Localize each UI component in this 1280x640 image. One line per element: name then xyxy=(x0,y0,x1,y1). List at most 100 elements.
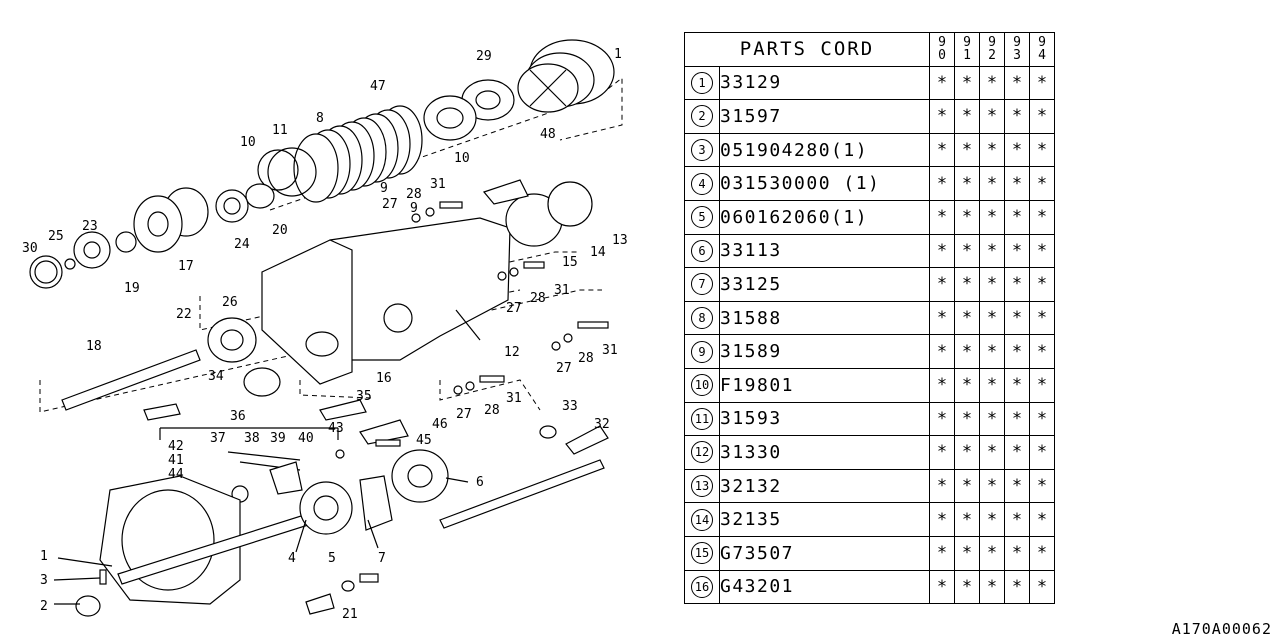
callout-26: 26 xyxy=(222,295,238,310)
year-mark: * xyxy=(1004,334,1030,369)
callout-27-c: 27 xyxy=(556,361,572,376)
exploded-transmission-diagram: 1 1 2 3 4 5 6 7 8 9 9 10 10 11 12 13 14 … xyxy=(22,39,628,622)
guide-line-shift xyxy=(299,380,373,399)
year-mark: * xyxy=(929,132,955,168)
shift-linkage-parts xyxy=(227,399,409,503)
year-mark: * xyxy=(929,233,955,269)
year-mark: * xyxy=(979,65,1005,101)
callout-labels: 1 1 2 3 4 5 6 7 8 9 9 10 10 11 12 13 14 … xyxy=(22,47,628,622)
year-mark: * xyxy=(954,267,980,302)
callout-28-c: 28 xyxy=(578,351,594,366)
part-code: G73507 xyxy=(719,535,930,571)
ref-number: 1 xyxy=(684,65,720,101)
year-mark: * xyxy=(1029,166,1055,201)
callout-13: 13 xyxy=(612,233,628,248)
year-mark: * xyxy=(979,334,1005,369)
part-code: 33125 xyxy=(719,267,930,302)
ref-number: 10 xyxy=(684,367,720,403)
year-mark: * xyxy=(954,99,980,134)
main-shaft xyxy=(61,317,281,421)
year-mark: * xyxy=(929,367,955,403)
year-mark: * xyxy=(1029,535,1055,571)
year-mark: * xyxy=(1029,367,1055,403)
year-mark: * xyxy=(979,267,1005,302)
part-code: 32135 xyxy=(719,502,930,537)
output-gears xyxy=(299,425,609,615)
ref-number: 5 xyxy=(684,199,720,235)
year-mark: * xyxy=(1004,367,1030,403)
callout-16: 16 xyxy=(376,371,392,386)
callout-5: 5 xyxy=(328,551,336,566)
callout-19: 19 xyxy=(124,281,140,296)
part-code: 31597 xyxy=(719,99,930,134)
year-mark: * xyxy=(954,65,980,101)
transmission-case xyxy=(261,179,593,385)
callout-1: 1 xyxy=(40,549,48,564)
year-mark: * xyxy=(954,132,980,168)
year-mark: * xyxy=(979,199,1005,235)
callout-32: 32 xyxy=(594,417,610,432)
ref-number: 12 xyxy=(684,435,720,470)
case-bolts xyxy=(335,201,609,459)
year-mark: * xyxy=(954,233,980,269)
year-mark: * xyxy=(979,300,1005,336)
year-mark: * xyxy=(1004,99,1030,134)
ref-number: 15 xyxy=(684,535,720,571)
year-mark: * xyxy=(929,300,955,336)
part-code: 031530000 (1) xyxy=(719,166,930,201)
callout-46: 46 xyxy=(432,417,448,432)
year-mark: * xyxy=(1029,99,1055,134)
clutch-drum-assembly xyxy=(423,39,615,141)
year-mark: * xyxy=(929,267,955,302)
year-mark: * xyxy=(954,401,980,437)
year-mark: * xyxy=(954,334,980,369)
callout-31-a: 31 xyxy=(430,177,446,192)
year-mark: * xyxy=(954,569,980,605)
callout-38: 38 xyxy=(244,431,260,446)
callout-20: 20 xyxy=(272,223,288,238)
year-mark: * xyxy=(929,334,955,369)
year-mark: * xyxy=(1004,199,1030,235)
part-code: 33129 xyxy=(719,65,930,101)
year-mark: * xyxy=(1004,65,1030,101)
callout-27-a: 27 xyxy=(382,197,398,212)
callout-9-b: 9 xyxy=(410,201,418,216)
callout-11: 11 xyxy=(272,123,288,138)
guide-line-clutch xyxy=(269,76,623,211)
callout-37: 37 xyxy=(210,431,226,446)
year-mark: * xyxy=(1029,502,1055,537)
year-mark: * xyxy=(979,502,1005,537)
year-mark: * xyxy=(979,401,1005,437)
callout-43: 43 xyxy=(328,421,344,436)
year-mark: * xyxy=(1029,334,1055,369)
guide-line-case xyxy=(199,251,580,331)
year-mark: * xyxy=(954,435,980,470)
diagram-reference-code: A170A00062 xyxy=(1171,620,1272,638)
callout-45: 45 xyxy=(416,433,432,448)
part-code: 060162060(1) xyxy=(719,199,930,235)
year-mark: * xyxy=(1004,435,1030,470)
callout-27-b: 27 xyxy=(506,301,522,316)
callout-44: 44 xyxy=(168,467,184,482)
part-code: G43201 xyxy=(719,569,930,605)
part-code: 31588 xyxy=(719,300,930,336)
ref-number: 8 xyxy=(684,300,720,336)
callout-14: 14 xyxy=(590,245,606,260)
callout-2: 2 xyxy=(40,599,48,614)
callout-42: 42 xyxy=(168,439,184,454)
callout-28-b: 28 xyxy=(530,291,546,306)
year-mark: * xyxy=(1004,569,1030,605)
year-mark: * xyxy=(1029,300,1055,336)
year-mark: * xyxy=(1004,233,1030,269)
callout-35: 35 xyxy=(356,389,372,404)
callout-10-b: 10 xyxy=(454,151,470,166)
